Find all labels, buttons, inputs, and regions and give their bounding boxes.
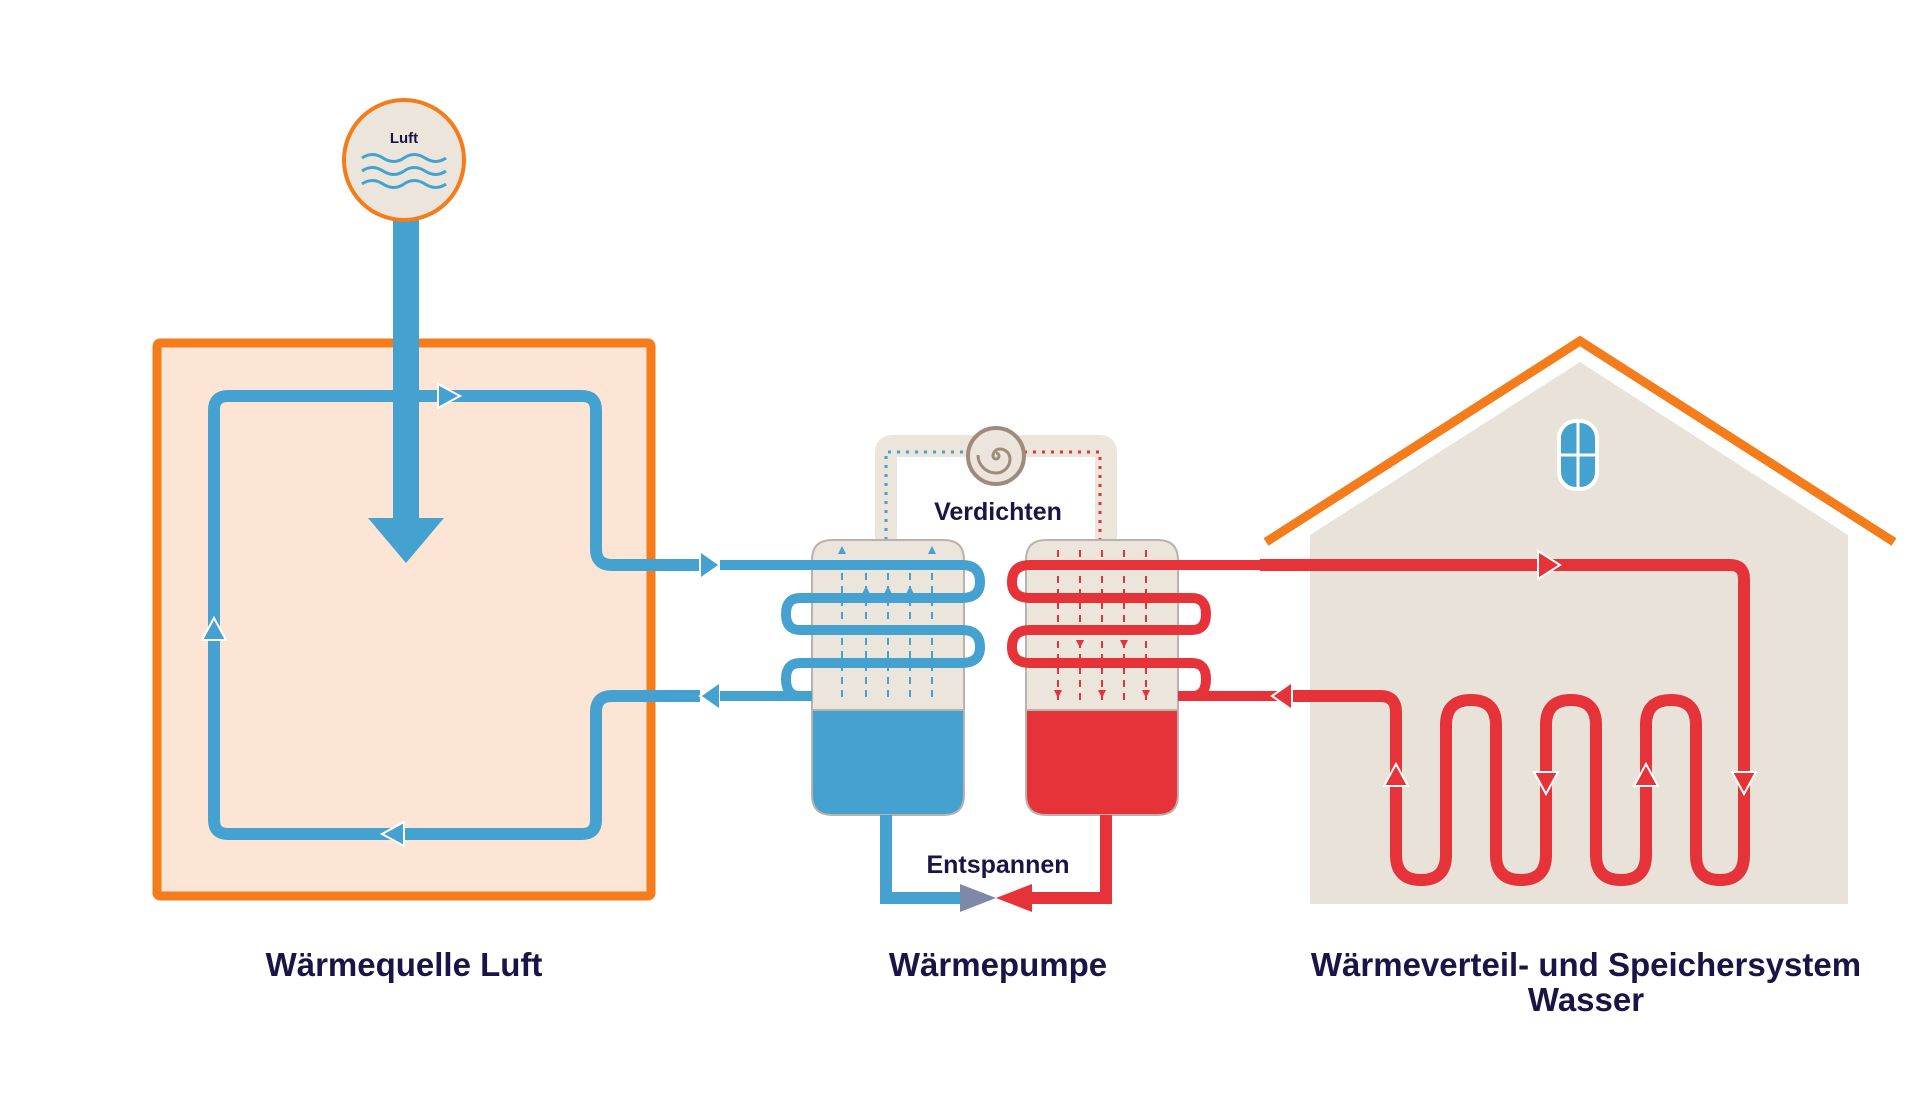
pump-title: Wärmepumpe — [889, 946, 1107, 983]
source-loop-pipe — [208, 390, 700, 840]
compress-label: Verdichten — [934, 498, 1062, 526]
compressor-spiral-icon — [966, 426, 1026, 486]
expansion-valve-icon — [960, 884, 1032, 912]
sink-title-line2: Wasser — [1528, 981, 1644, 1018]
expand-label: Entspannen — [926, 851, 1069, 879]
heating-circuit-arrows — [1270, 549, 1758, 797]
evaporator-coil — [720, 560, 985, 701]
air-waves-icon — [361, 153, 447, 189]
heating-circuit-pipe — [1260, 559, 1750, 886]
condenser-tank — [1025, 539, 1179, 816]
sink-title-line1: Wärmeverteil- und Speichersystem — [1311, 946, 1861, 983]
evaporator-tank — [811, 539, 965, 816]
source-title: Wärmequelle Luft — [266, 946, 543, 983]
air-badge: Luft — [342, 98, 466, 563]
refrigerant-bottom-loop — [880, 815, 1112, 904]
air-badge-label: Luft — [390, 130, 418, 147]
window-icon — [1557, 419, 1599, 491]
